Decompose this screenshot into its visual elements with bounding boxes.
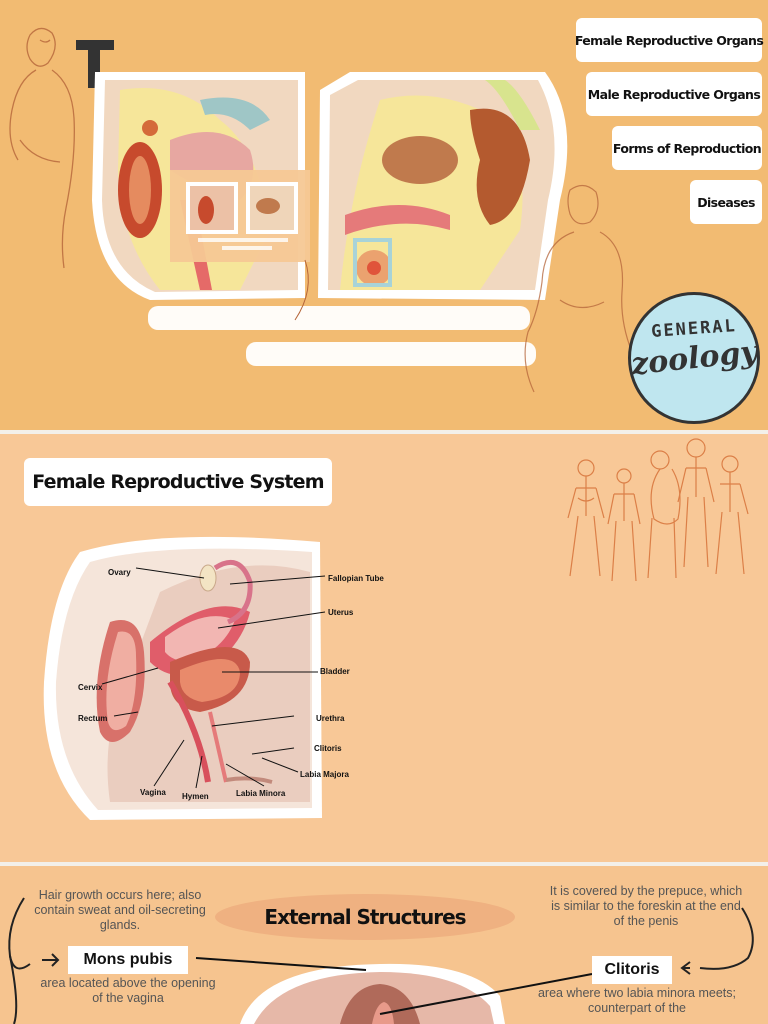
female-anatomy-diagram [43,536,326,820]
label-urethra: Urethra [316,714,345,723]
clitoris-description: area where two labia minora meets; count… [537,986,736,1015]
label-clitoris: Clitoris [314,744,342,753]
nav-male-reproductive-organs-button[interactable]: Male Reproductive Organs [586,72,762,116]
mons-pubis-description: area located above the opening of the va… [40,976,216,1005]
cover-illustration [9,27,633,393]
label-vagina: Vagina [140,788,166,797]
label-labia-majora: Labia Majora [300,770,349,779]
sketch-figure-right [524,184,633,393]
nav-diseases-button[interactable]: Diseases [690,180,762,224]
label-cervix: Cervix [78,683,103,692]
external-structures-illustration [8,897,754,1024]
label-labia-minora: Labia Minora [236,789,286,798]
label-fallopian-tube: Fallopian Tube [328,574,384,583]
nav-forms-of-reproduction-button[interactable]: Forms of Reproduction [612,126,762,170]
slide-title: Female Reproductive System [24,458,332,506]
mons-pubis-note: Hair growth occurs here; also contain sw… [34,888,206,932]
label-ovary: Ovary [108,568,131,577]
label-bladder: Bladder [320,667,350,676]
label-hymen: Hymen [182,792,209,801]
label-uterus: Uterus [328,608,354,617]
clitoris-label: Clitoris [592,956,672,984]
slide-title: External Structures [215,894,515,940]
sketch-figure-left [9,27,75,269]
slide-cover: Female Reproductive Organs Male Reproduc… [0,0,768,430]
slide-female-reproductive-system: Female Reproductive System [0,434,768,862]
women-sketch-illustration [567,438,749,582]
slide-external-structures: External Structures Hair growth occurs h… [0,866,768,1024]
general-zoology-logo: GENERAL zoology [628,292,760,424]
mons-pubis-label: Mons pubis [68,946,188,974]
nav-female-reproductive-organs-button[interactable]: Female Reproductive Organs [575,18,764,62]
clitoris-note: It is covered by the prepuce, which is s… [549,884,743,928]
label-rectum: Rectum [78,714,108,723]
